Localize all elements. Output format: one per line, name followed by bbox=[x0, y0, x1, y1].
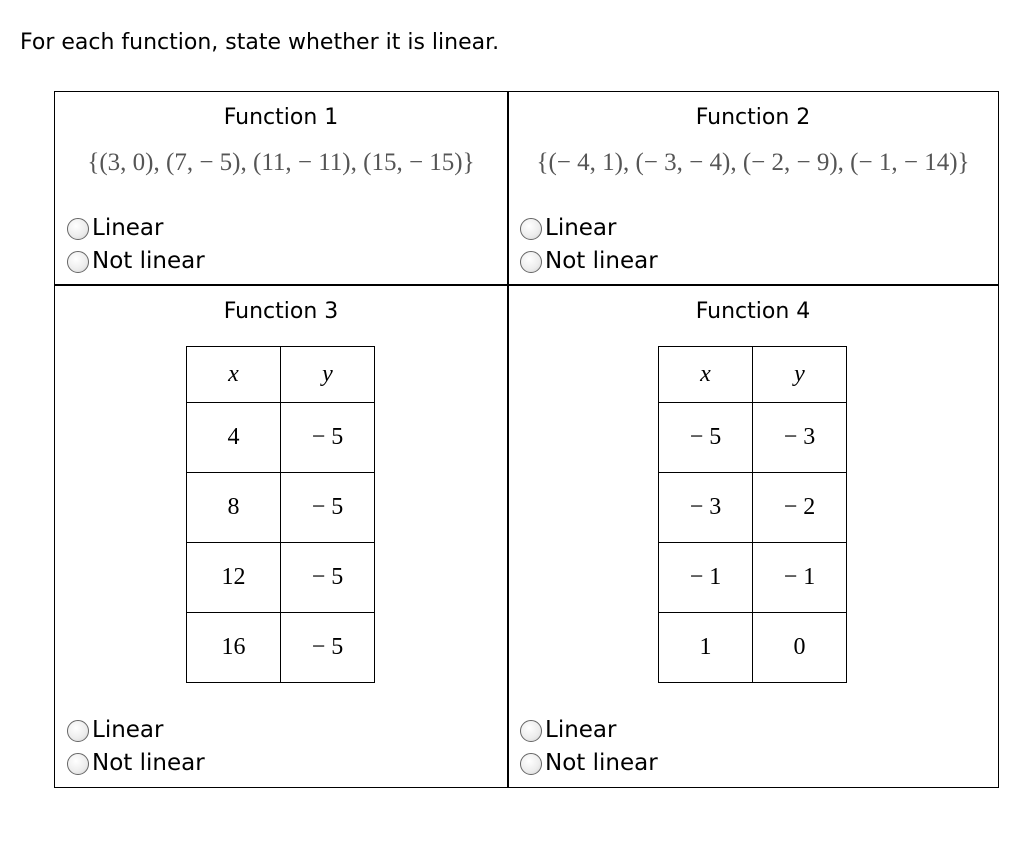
table-row: 4 − 5 bbox=[186, 402, 375, 473]
option-label: Linear bbox=[92, 717, 164, 743]
function-2-not-linear-option[interactable]: Not linear bbox=[520, 245, 658, 278]
radio-button[interactable] bbox=[520, 752, 542, 775]
option-label: Not linear bbox=[92, 248, 205, 274]
function-3-options: Linear Not linear bbox=[67, 714, 205, 780]
x-cell: 12 bbox=[186, 542, 281, 613]
function-3-linear-option[interactable]: Linear bbox=[67, 714, 205, 747]
function-2-options: Linear Not linear bbox=[520, 212, 658, 278]
y-cell: − 5 bbox=[280, 612, 375, 683]
table-row: − 1 − 1 bbox=[658, 542, 847, 613]
table-row: 12 − 5 bbox=[186, 542, 375, 613]
x-column-header: x bbox=[186, 346, 281, 403]
radio-button[interactable] bbox=[67, 217, 89, 240]
function-1-panel: Function 1 {(3, 0), (7, − 5), (11, − 11)… bbox=[55, 92, 507, 284]
radio-button[interactable] bbox=[520, 217, 542, 240]
function-4-panel: Function 4 x y − 5 − 3 − 3 − 2 − 1 − 1 1… bbox=[508, 286, 998, 786]
option-label: Linear bbox=[545, 215, 617, 241]
table-header-row: x y bbox=[658, 346, 847, 403]
x-cell: 4 bbox=[186, 402, 281, 473]
table-row: 1 0 bbox=[658, 612, 847, 683]
table-row: − 3 − 2 bbox=[658, 472, 847, 543]
y-cell: − 2 bbox=[752, 472, 847, 543]
grid-divider-horizontal bbox=[55, 284, 998, 286]
x-column-header: x bbox=[658, 346, 753, 403]
functions-grid: Function 1 {(3, 0), (7, − 5), (11, − 11)… bbox=[54, 91, 999, 788]
function-3-not-linear-option[interactable]: Not linear bbox=[67, 747, 205, 780]
function-4-linear-option[interactable]: Linear bbox=[520, 714, 658, 747]
option-label: Linear bbox=[545, 717, 617, 743]
x-cell: − 3 bbox=[658, 472, 753, 543]
y-column-header: y bbox=[752, 346, 847, 403]
grid-divider-vertical bbox=[507, 92, 509, 787]
radio-button[interactable] bbox=[520, 719, 542, 742]
option-label: Not linear bbox=[545, 248, 658, 274]
y-cell: − 5 bbox=[280, 402, 375, 473]
function-4-table: x y − 5 − 3 − 3 − 2 − 1 − 1 1 0 bbox=[658, 346, 847, 683]
function-2-set: {(− 4, 1), (− 3, − 4), (− 2, − 9), (− 1,… bbox=[536, 149, 970, 176]
x-cell: 8 bbox=[186, 472, 281, 543]
y-cell: − 5 bbox=[280, 472, 375, 543]
function-1-linear-option[interactable]: Linear bbox=[67, 212, 205, 245]
radio-button[interactable] bbox=[520, 250, 542, 273]
option-label: Not linear bbox=[92, 750, 205, 776]
function-4-options: Linear Not linear bbox=[520, 714, 658, 780]
option-label: Not linear bbox=[545, 750, 658, 776]
function-3-heading: Function 3 bbox=[223, 299, 339, 324]
table-row: − 5 − 3 bbox=[658, 402, 847, 473]
function-2-linear-option[interactable]: Linear bbox=[520, 212, 658, 245]
function-3-table: x y 4 − 5 8 − 5 12 − 5 16 − 5 bbox=[186, 346, 375, 683]
function-2-heading: Function 2 bbox=[695, 105, 811, 130]
x-cell: 1 bbox=[658, 612, 753, 683]
function-2-panel: Function 2 {(− 4, 1), (− 3, − 4), (− 2, … bbox=[508, 92, 998, 284]
function-1-heading: Function 1 bbox=[223, 105, 339, 130]
question-prompt: For each function, state whether it is l… bbox=[20, 30, 500, 55]
function-1-not-linear-option[interactable]: Not linear bbox=[67, 245, 205, 278]
function-4-not-linear-option[interactable]: Not linear bbox=[520, 747, 658, 780]
y-cell: − 5 bbox=[280, 542, 375, 613]
radio-button[interactable] bbox=[67, 719, 89, 742]
option-label: Linear bbox=[92, 215, 164, 241]
table-row: 16 − 5 bbox=[186, 612, 375, 683]
y-cell: 0 bbox=[752, 612, 847, 683]
function-4-heading: Function 4 bbox=[695, 299, 811, 324]
x-cell: − 1 bbox=[658, 542, 753, 613]
table-row: 8 − 5 bbox=[186, 472, 375, 543]
function-1-options: Linear Not linear bbox=[67, 212, 205, 278]
radio-button[interactable] bbox=[67, 752, 89, 775]
x-cell: 16 bbox=[186, 612, 281, 683]
y-cell: − 3 bbox=[752, 402, 847, 473]
x-cell: − 5 bbox=[658, 402, 753, 473]
y-column-header: y bbox=[280, 346, 375, 403]
radio-button[interactable] bbox=[67, 250, 89, 273]
function-3-panel: Function 3 x y 4 − 5 8 − 5 12 − 5 16 − 5 bbox=[55, 286, 507, 786]
function-1-set: {(3, 0), (7, − 5), (11, − 11), (15, − 15… bbox=[87, 149, 475, 176]
table-header-row: x y bbox=[186, 346, 375, 403]
y-cell: − 1 bbox=[752, 542, 847, 613]
